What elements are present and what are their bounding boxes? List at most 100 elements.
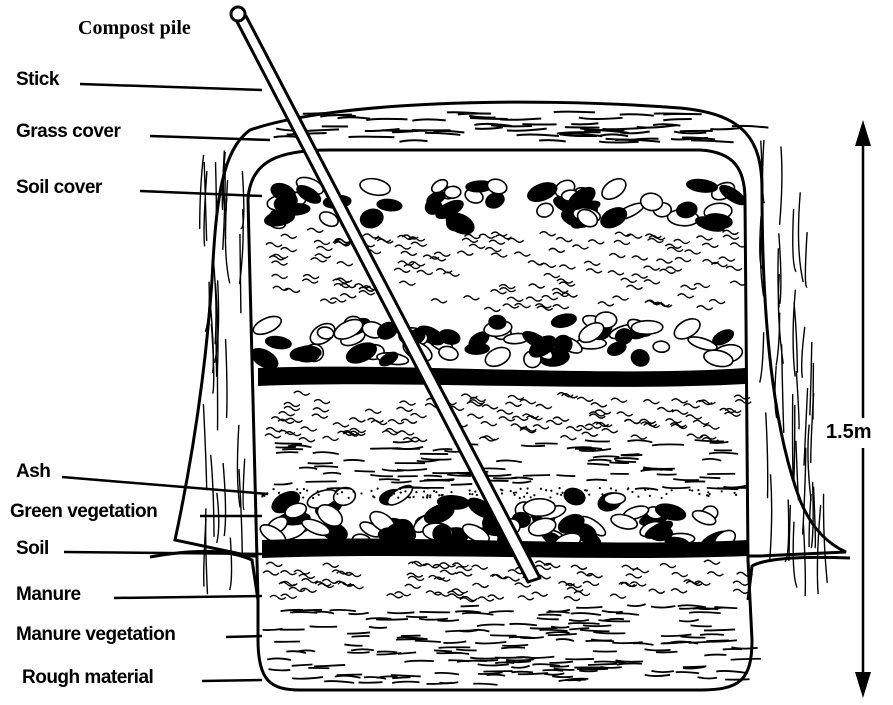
- ash-dot: [306, 489, 308, 491]
- leader-manure: [114, 596, 262, 598]
- vegetation-leaf: [631, 320, 663, 334]
- ash-dot: [278, 492, 280, 494]
- label-manure: Manure: [16, 585, 81, 604]
- rough-material-dash: [369, 627, 387, 628]
- ash-dot: [474, 490, 476, 492]
- vegetation-dash: [276, 452, 298, 453]
- rough-material-dash: [439, 647, 471, 648]
- rough-material-dash: [511, 672, 533, 673]
- ash-dot: [610, 487, 612, 489]
- rough-material-dash: [693, 608, 719, 609]
- rough-material-dash: [359, 682, 383, 683]
- rough-material-dash: [731, 659, 761, 660]
- ash-dot: [689, 489, 691, 491]
- grass-top-stroke: [349, 137, 395, 138]
- rough-material-dash: [483, 671, 512, 672]
- vegetation-dash: [710, 442, 729, 443]
- ash-dot: [423, 490, 425, 492]
- ash-dot: [407, 496, 409, 498]
- vegetation-dash: [685, 481, 706, 482]
- ash-dot: [296, 488, 298, 490]
- vegetation-dash: [609, 462, 629, 463]
- ash-dot: [353, 491, 355, 493]
- ash-dot: [601, 493, 603, 495]
- label-stick: Stick: [16, 70, 59, 89]
- ash-dot: [377, 488, 379, 490]
- ash-dot: [560, 494, 562, 496]
- ash-dot: [708, 493, 710, 495]
- ash-dot: [515, 491, 517, 493]
- rough-material-dash: [337, 674, 363, 675]
- ash-dot: [272, 488, 274, 490]
- vegetation-dash: [275, 443, 302, 444]
- rough-material-dash: [704, 655, 726, 656]
- grass-hatch: [798, 192, 803, 282]
- label-rough-material: Rough material: [22, 668, 153, 687]
- ash-dot: [400, 492, 402, 494]
- rough-material-dash: [406, 617, 427, 618]
- grass-top-stroke: [571, 123, 598, 124]
- vegetation-dash: [308, 463, 333, 464]
- ash-dot: [698, 493, 700, 495]
- rough-material-dash: [568, 623, 600, 624]
- ash-dot: [671, 489, 673, 491]
- ash-dot: [469, 493, 471, 495]
- ash-dot: [644, 489, 646, 491]
- ash-dot: [433, 490, 435, 492]
- height-dimension-arrow: [820, 120, 886, 698]
- grass-hatch: [794, 303, 797, 373]
- ash-dot: [360, 492, 362, 494]
- ash-dot: [288, 497, 290, 499]
- grass-hatch: [796, 371, 799, 429]
- ash-dot: [526, 492, 528, 494]
- grass-top-stroke: [654, 113, 691, 114]
- grass-hatch: [793, 394, 794, 479]
- ash-dot: [513, 492, 515, 494]
- rough-material-dash: [347, 652, 369, 653]
- ash-dot: [336, 489, 338, 491]
- ash-dot: [519, 497, 521, 499]
- ash-dot: [317, 490, 319, 492]
- ash-dot: [279, 494, 281, 496]
- ash-dot: [540, 488, 542, 490]
- ash-dot: [397, 497, 399, 499]
- rough-material-dash: [480, 660, 498, 661]
- rough-material-dash: [691, 625, 712, 626]
- vegetation-dash: [355, 471, 375, 472]
- grass-hatch: [802, 327, 805, 378]
- height-label: 1.5m: [826, 422, 872, 442]
- ash-dot: [435, 491, 437, 493]
- rough-material-dash: [704, 629, 735, 630]
- ash-dot: [566, 497, 568, 499]
- grass-hatch: [200, 155, 204, 229]
- ash-dot: [442, 494, 444, 496]
- rough-material-dash: [706, 640, 729, 641]
- ash-dot: [303, 488, 305, 490]
- ash-dot: [393, 493, 395, 495]
- ash-dot: [471, 493, 473, 495]
- ash-dot: [627, 488, 629, 490]
- ash-dot: [500, 488, 502, 490]
- rough-material-dash: [290, 612, 317, 613]
- ash-dot: [691, 489, 693, 491]
- leader-rough-material: [202, 680, 262, 681]
- grass-top-stroke: [599, 141, 639, 142]
- ash-dot: [299, 492, 301, 494]
- vegetation-dash: [521, 445, 545, 446]
- grass-hatch: [810, 342, 812, 415]
- ash-dot: [336, 493, 338, 495]
- grass-hatch: [794, 405, 795, 485]
- ash-dot: [391, 494, 393, 496]
- ash-dot: [513, 494, 515, 496]
- rough-material-dash: [530, 628, 558, 629]
- ash-dot: [599, 487, 601, 489]
- rough-material-dash: [612, 642, 642, 643]
- rough-material-dash: [420, 612, 451, 613]
- ash-dot: [399, 487, 401, 489]
- label-soil-cover: Soil cover: [16, 178, 102, 197]
- ash-dot: [707, 495, 709, 497]
- rough-material-dash: [588, 664, 617, 665]
- vegetation-leaf: [653, 341, 670, 353]
- vegetation-dash: [379, 479, 400, 480]
